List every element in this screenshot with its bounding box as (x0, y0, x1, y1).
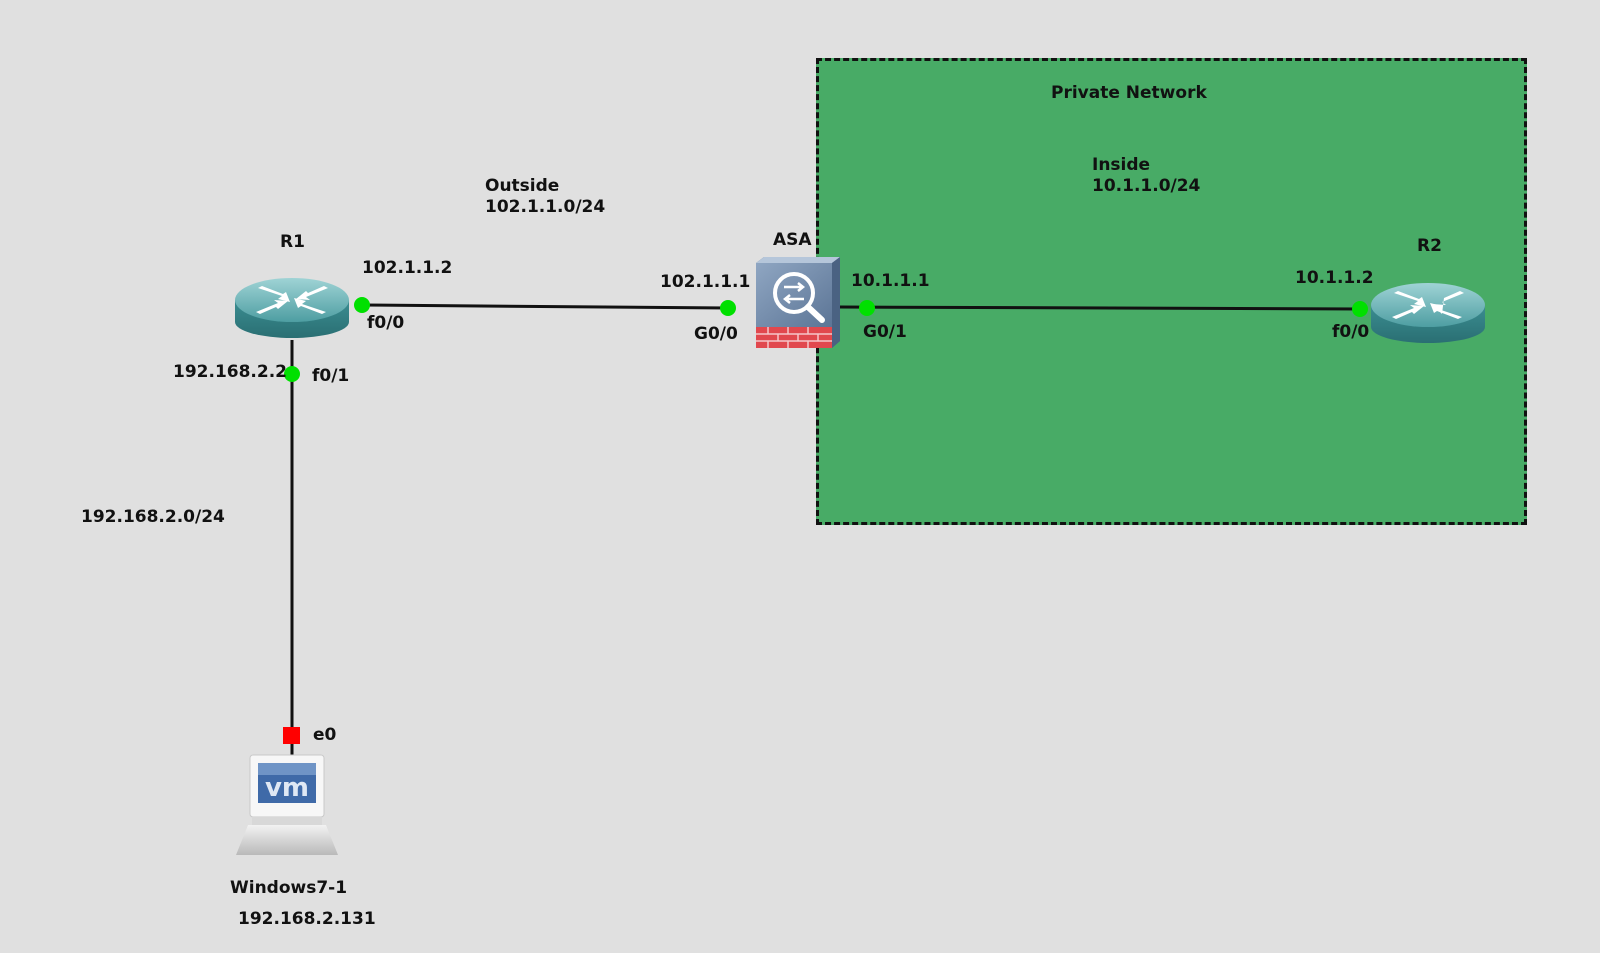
link-asa-r2[interactable] (839, 305, 1361, 311)
pc-e0-port: e0 (313, 725, 337, 745)
port-r2-f0-0[interactable] (1352, 301, 1368, 317)
inside-network-subnet: 10.1.1.0/24 (1092, 176, 1201, 196)
r2-f0-0-port: f0/0 (1332, 322, 1370, 342)
asa-g0-0-ip: 102.1.1.1 (660, 272, 751, 292)
lan-network-subnet: 192.168.2.0/24 (81, 507, 225, 527)
port-r1-f0-1[interactable] (284, 366, 300, 382)
zone-title: Private Network (1051, 83, 1207, 103)
port-pc-e0[interactable] (283, 727, 300, 744)
port-r1-f0-0[interactable] (354, 297, 370, 313)
device-label-r2[interactable]: R2 (1417, 236, 1442, 256)
port-asa-g0-1[interactable] (859, 300, 875, 316)
router-icon[interactable] (1371, 283, 1485, 343)
firewall-icon[interactable] (756, 257, 840, 348)
r2-f0-0-ip: 10.1.1.2 (1295, 268, 1374, 288)
device-label-pc[interactable]: Windows7-1 (230, 878, 348, 898)
port-asa-g0-0[interactable] (720, 300, 736, 316)
link-r1-asa[interactable] (361, 303, 729, 310)
device-label-asa[interactable]: ASA (773, 230, 812, 250)
inside-network-name: Inside (1092, 155, 1151, 175)
router-icon[interactable] (235, 278, 349, 338)
asa-g0-0-port: G0/0 (694, 324, 738, 344)
vm-workstation-icon[interactable]: vm (236, 754, 338, 855)
asa-g0-1-ip: 10.1.1.1 (851, 271, 930, 291)
r1-f0-1-ip: 192.168.2.2 (173, 362, 288, 382)
device-label-r1[interactable]: R1 (280, 232, 305, 252)
pc-ip-address: 192.168.2.131 (238, 909, 376, 929)
asa-g0-1-port: G0/1 (863, 322, 907, 342)
svg-text:vm: vm (265, 773, 309, 803)
r1-f0-0-port: f0/0 (367, 313, 405, 333)
outside-network-subnet: 102.1.1.0/24 (485, 197, 606, 217)
outside-network-name: Outside (485, 176, 560, 196)
r1-f0-1-port: f0/1 (312, 366, 350, 386)
r1-f0-0-ip: 102.1.1.2 (362, 258, 453, 278)
